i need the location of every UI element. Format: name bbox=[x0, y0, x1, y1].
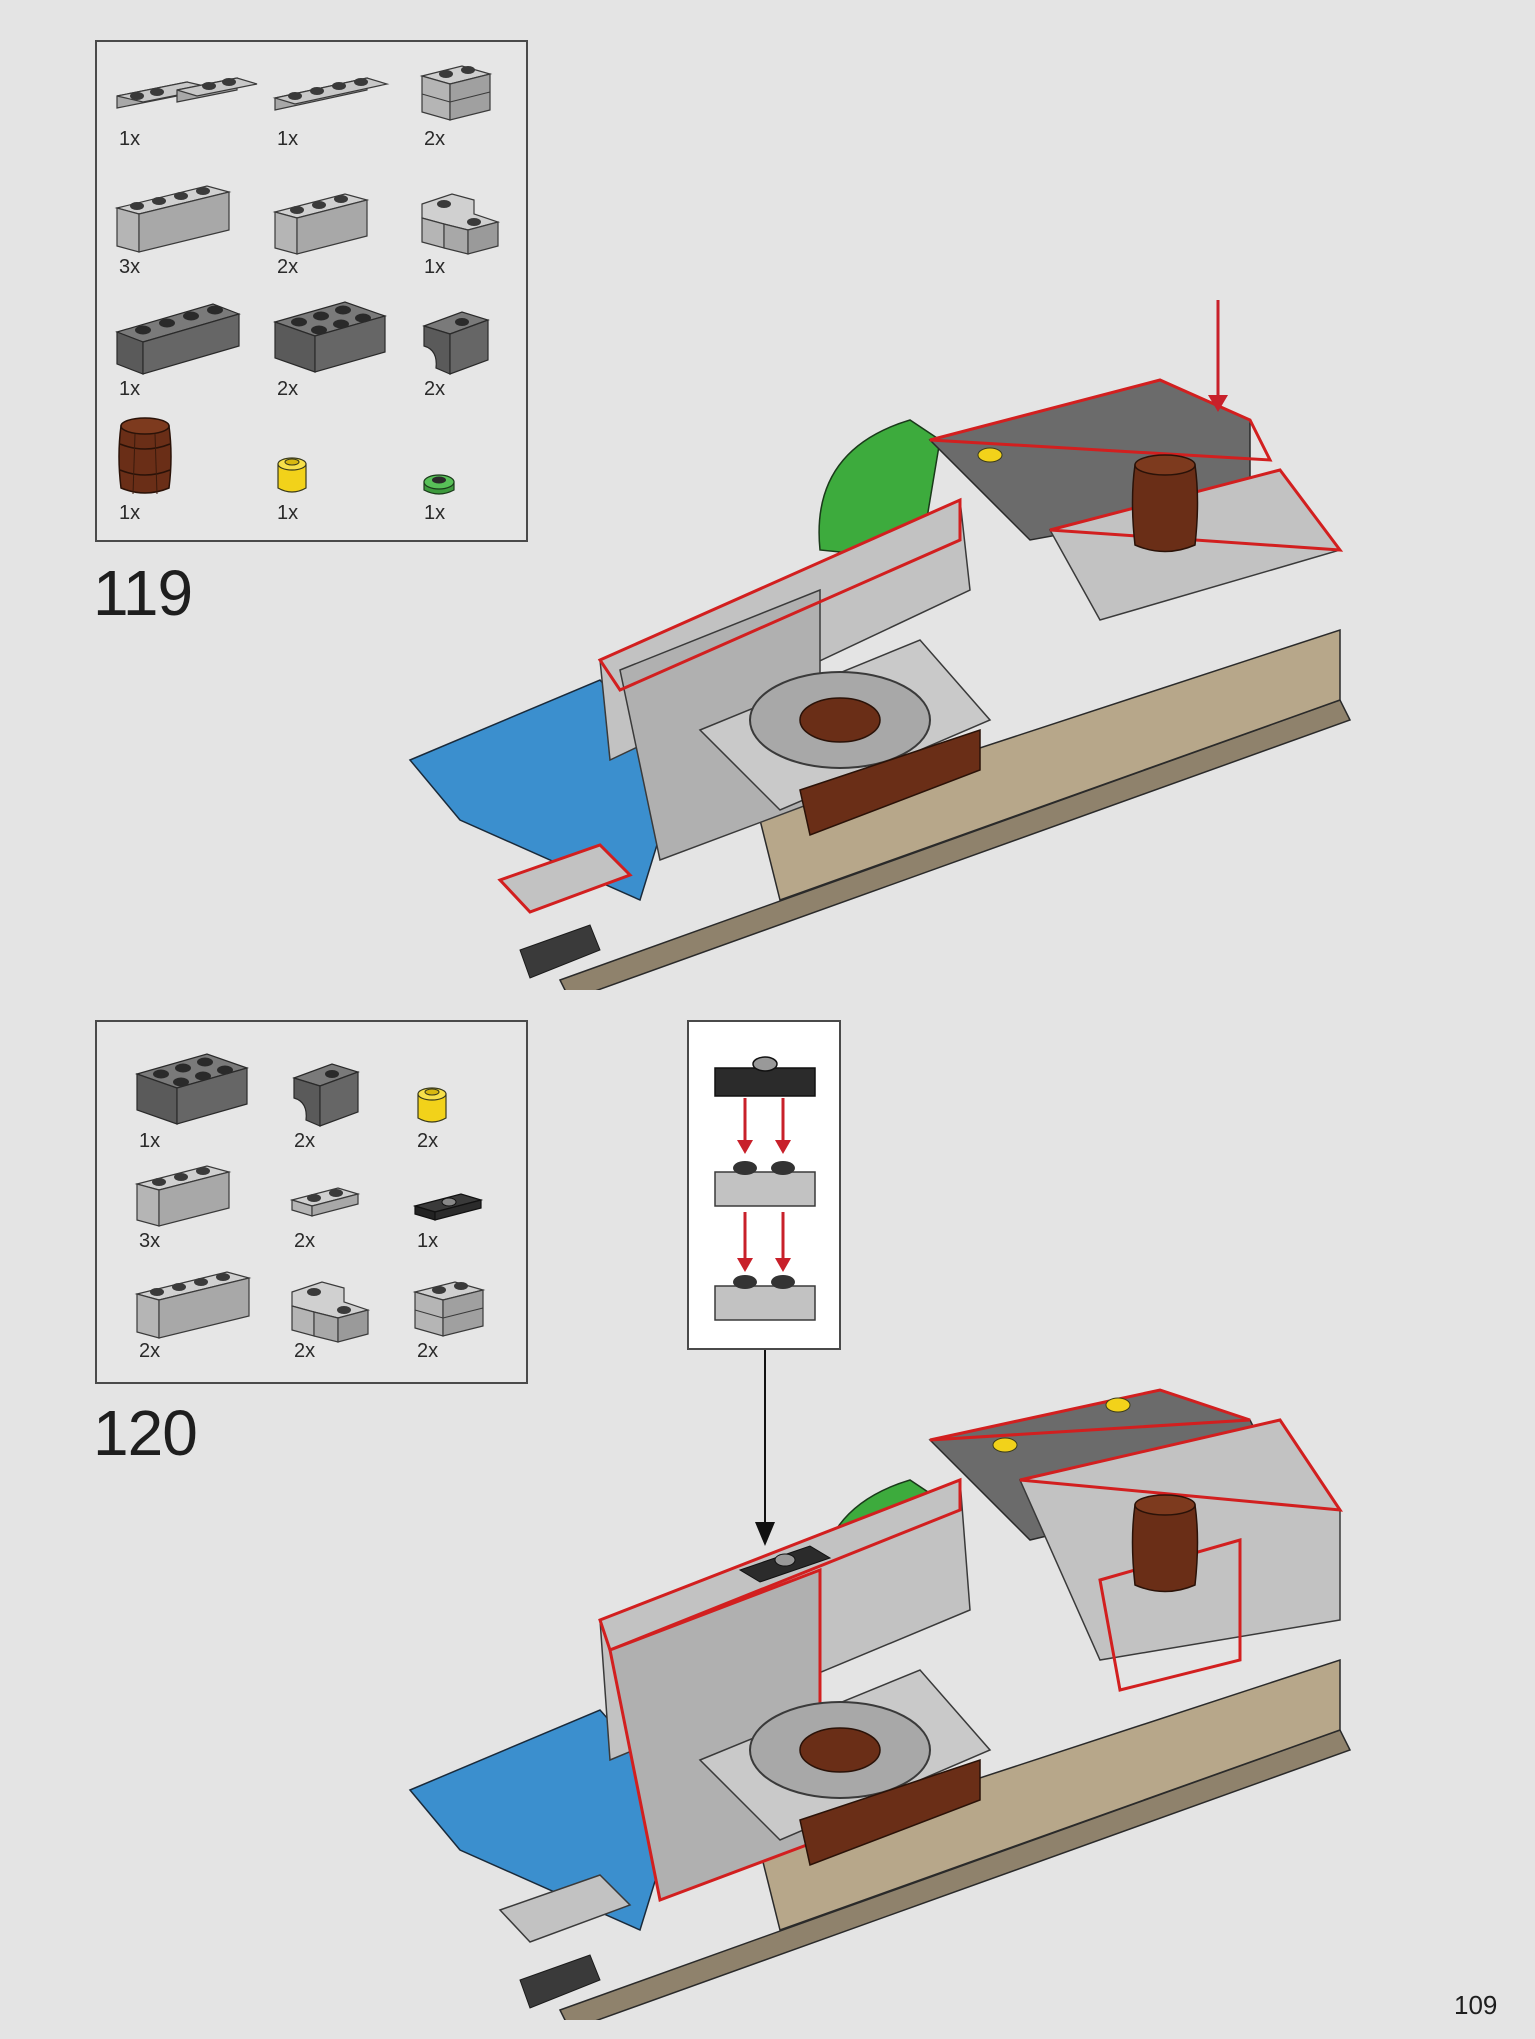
part-qty: 1x bbox=[277, 502, 299, 524]
part-qty: 1x bbox=[417, 1230, 439, 1252]
part-qty: 1x bbox=[119, 128, 141, 150]
part-qty: 1x bbox=[424, 502, 446, 524]
part-round-yellow-icon bbox=[275, 454, 309, 498]
step-number: 120 bbox=[93, 1397, 198, 1469]
part-wedge-dark-icon bbox=[115, 292, 242, 376]
part-qty: 3x bbox=[139, 1230, 161, 1252]
part-brick-1x4-icon bbox=[134, 1258, 257, 1339]
part-plate-1x2-icon bbox=[289, 1180, 362, 1220]
part-qty: 1x bbox=[119, 502, 141, 524]
model-illustration-step-120 bbox=[408, 1388, 1352, 2020]
sub-assembly-callout bbox=[687, 1020, 841, 1350]
step-number: 119 bbox=[93, 557, 193, 629]
part-qty: 1x bbox=[119, 378, 141, 400]
part-corner-brick-icon bbox=[421, 182, 506, 256]
page-number: 109 bbox=[1454, 1990, 1498, 2020]
part-brick-1x3-icon bbox=[134, 1154, 237, 1228]
part-brick-1x4-icon bbox=[114, 172, 237, 253]
part-qty: 2x bbox=[277, 378, 299, 400]
parts-callout-step-120: 1x 2x 2x 3x bbox=[95, 1020, 528, 1384]
part-qty: 2x bbox=[294, 1130, 316, 1152]
part-brick-2x3-dark-icon bbox=[135, 1040, 252, 1130]
part-plate-hinge-icon bbox=[116, 66, 258, 126]
part-qty: 1x bbox=[277, 128, 299, 150]
part-corner-brick-icon bbox=[291, 1270, 376, 1344]
part-qty: 2x bbox=[424, 378, 446, 400]
part-qty: 2x bbox=[139, 1340, 161, 1362]
part-arch-dark-icon bbox=[422, 304, 497, 378]
part-qty: 2x bbox=[294, 1230, 316, 1252]
part-qty: 2x bbox=[277, 256, 299, 278]
part-brick-2x3-dark-icon bbox=[273, 288, 390, 378]
part-qty: 2x bbox=[294, 1340, 316, 1362]
sub-assembly-arrow bbox=[755, 1350, 775, 1546]
part-round-green-icon bbox=[422, 472, 456, 500]
part-plate-1x4-icon bbox=[272, 62, 395, 122]
part-masonry-brick-icon bbox=[419, 56, 502, 126]
part-qty: 2x bbox=[417, 1130, 439, 1152]
part-brick-1x3-icon bbox=[272, 182, 375, 256]
model-illustration-step-119 bbox=[408, 300, 1352, 990]
sub-assembly-illustration bbox=[714, 1056, 816, 1321]
part-masonry-brick-icon bbox=[412, 1272, 495, 1342]
part-round-yellow-icon bbox=[415, 1084, 449, 1128]
part-qty: 1x bbox=[139, 1130, 161, 1152]
parts-callout-step-119: 1x 1x 2x bbox=[95, 40, 528, 542]
part-qty: 2x bbox=[417, 1340, 439, 1362]
part-arch-dark-icon bbox=[292, 1056, 367, 1130]
part-qty: 3x bbox=[119, 256, 141, 278]
part-qty: 1x bbox=[424, 256, 446, 278]
part-barrel-icon bbox=[117, 414, 177, 499]
part-jumper-plate-icon bbox=[412, 1188, 485, 1224]
part-qty: 2x bbox=[424, 128, 446, 150]
